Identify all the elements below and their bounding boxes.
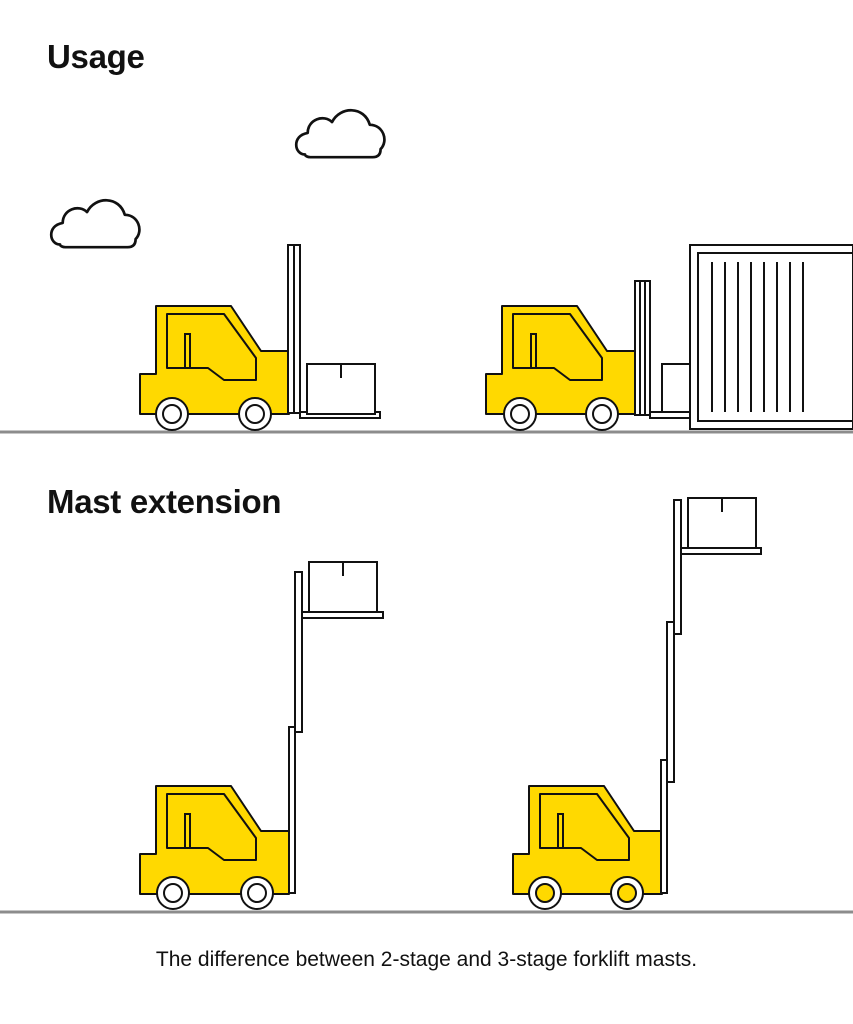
forklift-icon	[139, 244, 381, 431]
wheel-icon	[238, 397, 272, 431]
mast-extension-section-title: Mast extension	[47, 483, 282, 520]
box-icon	[308, 561, 378, 613]
box-icon	[306, 363, 376, 415]
wheel-icon	[156, 876, 190, 910]
cloud-icon	[49, 198, 141, 249]
forklift-icon	[485, 280, 691, 431]
shipping-container-icon	[689, 244, 853, 430]
wheel-icon	[585, 397, 619, 431]
box-icon	[687, 497, 757, 549]
usage-section-title: Usage	[47, 38, 145, 75]
wheel-icon	[503, 397, 537, 431]
wheel-icon	[528, 876, 562, 910]
forklift-icon	[512, 497, 762, 910]
wheel-icon	[240, 876, 274, 910]
wheel-icon	[155, 397, 189, 431]
cloud-icon	[294, 108, 386, 159]
figure-caption: The difference between 2-stage and 3-sta…	[155, 948, 698, 971]
wheel-icon	[610, 876, 644, 910]
forklift-icon	[139, 561, 384, 910]
